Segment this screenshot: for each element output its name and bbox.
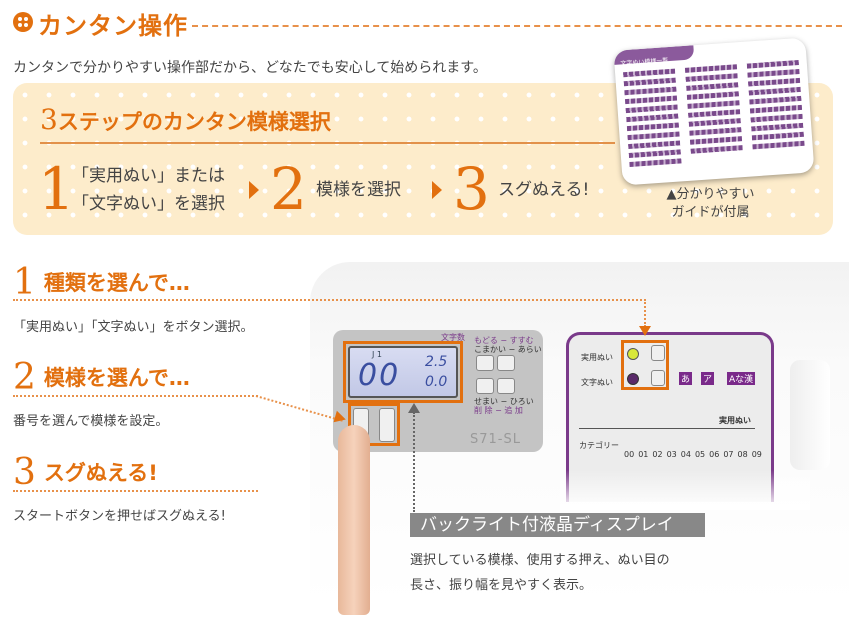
length-plus-button[interactable] [497,355,515,371]
steps-divider [40,142,615,144]
section-title: カンタン操作 [38,12,188,40]
title-divider [192,25,842,27]
step-1-number: 1 [38,155,75,223]
width-minus-button[interactable] [476,378,494,394]
lcd-callout-line [413,412,415,512]
arrow-right-icon [432,181,442,199]
callout-line-1 [13,299,646,301]
title-bullet-icon [13,12,33,32]
back-forward-label: もどる − すすむ [474,336,534,345]
lcd-callout-label: バックライト付液晶ディスプレイ [410,513,705,537]
finger-image [338,425,370,615]
callout-line-2 [13,395,258,397]
machine-side [790,360,830,470]
fade-overlay [560,470,810,510]
length-label: こまかい − あらい [474,345,542,354]
width-plus-button[interactable] [497,378,515,394]
arrow-up-icon [408,403,420,413]
guide-card-image: 文字ぬい模様一覧 [613,37,815,186]
arrow-down-icon [639,326,651,336]
step-1-text: 「実用ぬい」または「文字ぬい」を選択 [72,166,225,214]
util-select-button[interactable] [651,345,665,361]
step-3-number: 3 [453,155,490,223]
step-3-text: スグぬえる! [498,180,590,200]
detail-3-desc: スタートボタンを押せばスグぬえる! [13,509,226,524]
char-count-label: 文字数 [441,333,465,342]
pattern-buttons-highlight [348,403,400,446]
letter-led-icon [627,373,639,385]
step-2-text: 模様を選択 [316,180,401,200]
detail-1-desc: 「実用ぬい」「文字ぬい」をボタン選択。 [13,320,254,335]
section-subtitle: カンタンで分かりやすい操作部だから、どなたでも安心して始められます。 [13,60,487,76]
lcd-highlight [343,341,463,403]
length-minus-button[interactable] [476,355,494,371]
arrow-right-icon [249,181,259,199]
letter-select-button[interactable] [651,370,665,386]
detail-2-desc: 番号を選んで模様を設定。 [13,414,169,429]
guide-caption: ▲分かりやすいガイドが付属 [666,187,755,220]
width-label: せまい − ひろい [474,397,534,406]
delete-add-label: 削 除 − 追 加 [474,406,523,415]
steps-heading: 3ステップのカンタン模様選択 [40,103,331,136]
util-led-icon [627,348,639,360]
lcd-display: J 1 00 2.5 0.0 [348,346,458,398]
mode-buttons-highlight [621,340,669,390]
model-name: S71-SL [470,432,521,447]
pattern-up-button[interactable] [379,408,395,442]
lcd-callout-desc: 選択している模様、使用する押え、ぬい目の長さ、振り幅を見やすく表示。 [410,553,670,593]
callout-line-1-vertical [644,299,646,327]
detail-3-divider [13,490,258,492]
step-2-number: 2 [270,155,307,223]
